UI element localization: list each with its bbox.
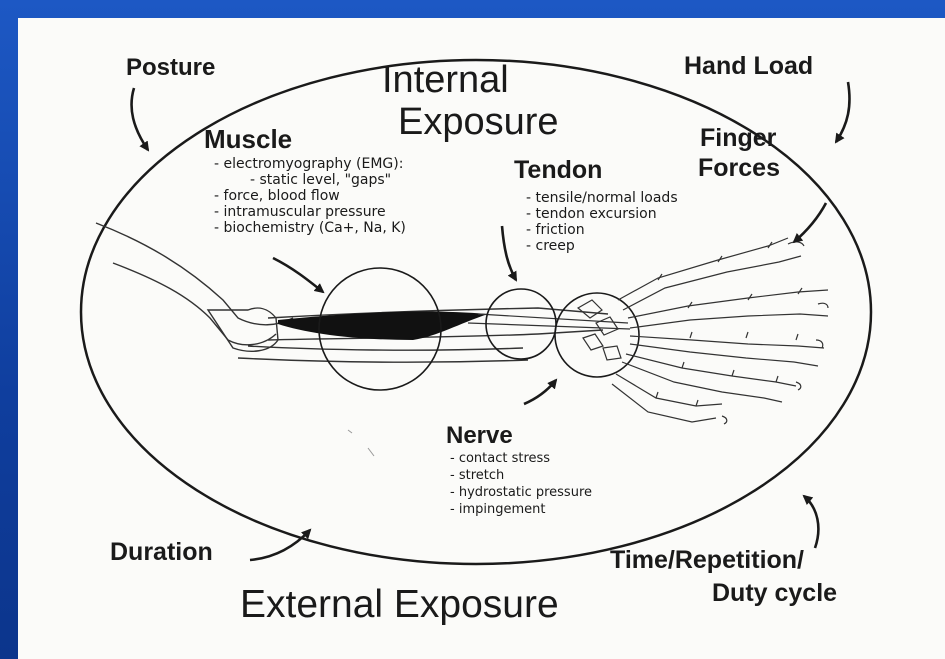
duration-arrow [250, 530, 310, 560]
time-repetition-label: Time/Repetition/ [610, 546, 804, 575]
muscle-item: static level, "gaps" [214, 172, 406, 188]
muscle-heading: Muscle [204, 124, 292, 155]
internal-exposure-title-line1: Internal [382, 60, 509, 100]
nerve-item: contact stress [450, 450, 592, 467]
posture-arrow [132, 88, 148, 150]
diagram-paper: Internal Exposure External Exposure Post… [18, 18, 945, 659]
nerve-heading: Nerve [446, 422, 513, 450]
tendon-item: tendon excursion [526, 206, 678, 222]
duty-cycle-label: Duty cycle [712, 579, 837, 608]
nerve-arrow [524, 380, 556, 404]
paper-specks [348, 430, 374, 456]
hand-load-label: Hand Load [684, 52, 813, 81]
nerve-item: stretch [450, 467, 592, 484]
tendon-items: tensile/normal loads tendon excursion fr… [526, 190, 678, 254]
nerve-item: impingement [450, 501, 592, 518]
hand-bones [578, 238, 828, 424]
muscle-arrow [273, 258, 323, 292]
finger-forces-line1: Finger [700, 124, 776, 152]
nerve-item: hydrostatic pressure [450, 484, 592, 501]
muscle-item: electromyography (EMG): [214, 156, 406, 172]
time-arrow [804, 496, 818, 548]
finger-forces-arrow [794, 203, 826, 242]
tendon-heading: Tendon [514, 156, 602, 185]
duration-label: Duration [110, 538, 213, 567]
posture-label: Posture [126, 54, 215, 82]
tendon-arrow [502, 226, 516, 280]
tendon-item: friction [526, 222, 678, 238]
muscle-item: biochemistry (Ca+, Na, K) [214, 220, 406, 236]
muscle-item: force, blood flow [214, 188, 406, 204]
nerve-items: contact stress stretch hydrostatic press… [450, 450, 592, 518]
external-exposure-title: External Exposure [240, 584, 559, 626]
tendon-item: tensile/normal loads [526, 190, 678, 206]
tendon-lines [468, 314, 630, 329]
internal-exposure-title-line2: Exposure [398, 102, 559, 142]
finger-forces-line2: Forces [698, 154, 780, 182]
hand-load-arrow [836, 82, 850, 142]
muscle-item: intramuscular pressure [214, 204, 406, 220]
muscle-items: electromyography (EMG): static level, "g… [214, 156, 406, 236]
tendon-item: creep [526, 238, 678, 254]
